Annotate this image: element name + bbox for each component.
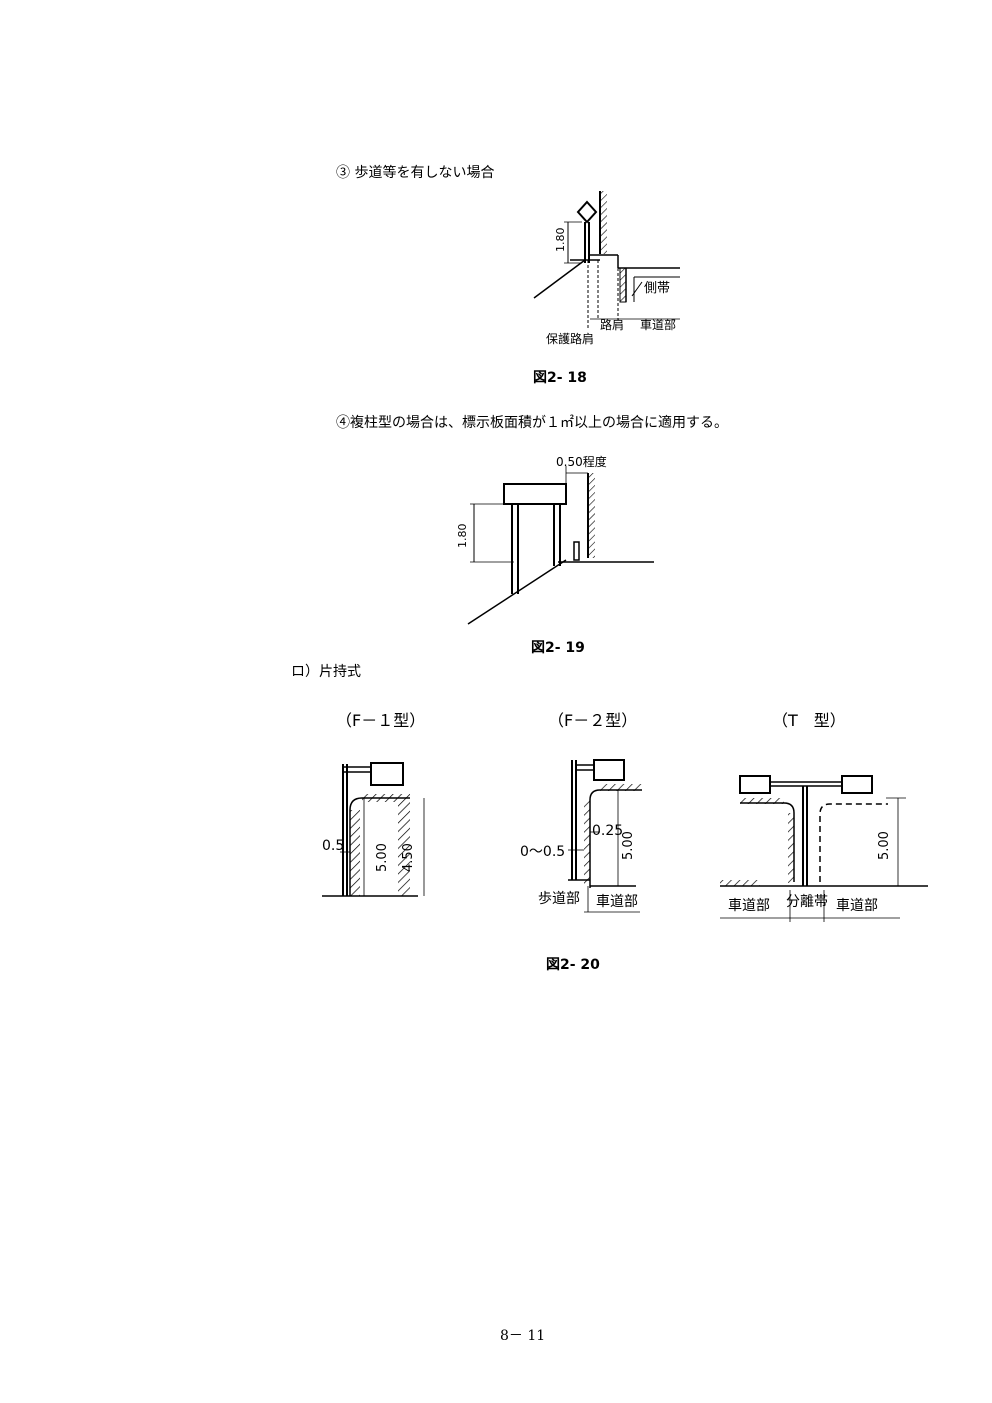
- figure-2-19-caption: 図2- 19: [531, 640, 585, 656]
- f1-clearance-label: 5.00: [375, 843, 390, 872]
- height-dimension-label: 1.80: [554, 228, 567, 253]
- figure-2-20: （F－１型） 0.5 5.00 4.50 （F－２型）: [322, 711, 928, 922]
- offset-dimension-label: 0.50程度: [556, 454, 607, 469]
- figure-2-18: 1.80 側帯 路肩 車道部 保護路肩: [533, 191, 680, 346]
- f2-roadway-label: 車道部: [596, 893, 638, 910]
- left-sign-board-icon: [739, 775, 771, 794]
- f1-type-diagram: （F－１型） 0.5 5.00 4.50: [322, 711, 425, 897]
- f1-type-title: （F－１型）: [336, 711, 425, 730]
- section-ro-heading: ロ）片持式: [291, 664, 361, 680]
- section-4-text: ④複柱型の場合は、標示板面積が１㎡以上の場合に適用する。: [336, 415, 728, 431]
- sign-board-icon: [576, 200, 598, 224]
- t-median-label: 分離帯: [786, 893, 828, 910]
- f2-offset-label: 0～0.5: [520, 844, 565, 860]
- roadway-label: 車道部: [640, 317, 676, 332]
- right-sign-board-icon: [841, 775, 873, 794]
- sign-board-icon: [503, 483, 567, 505]
- f2-clearance-label: 5.00: [621, 831, 636, 860]
- t-clearance-label: 5.00: [877, 831, 892, 860]
- protective-shoulder-label: 保護路肩: [546, 331, 594, 346]
- t-roadway-right-label: 車道部: [836, 897, 878, 914]
- f2-type-title: （F－２型）: [548, 711, 637, 730]
- page-number: 8－ 11: [500, 1328, 546, 1344]
- shoulder-label: 路肩: [600, 317, 624, 332]
- figure-2-20-caption: 図2- 20: [546, 957, 600, 973]
- t-roadway-left-label: 車道部: [728, 897, 770, 914]
- t-type-title: （T 型）: [772, 711, 846, 730]
- t-type-diagram: （T 型） 5.00 車道部 分離帯 車道部: [720, 711, 928, 922]
- f2-gap-label: 0.25: [592, 823, 623, 839]
- side-strip-label: 側帯: [644, 281, 670, 296]
- height-dimension-label: 1.80: [456, 524, 469, 549]
- f2-sidewalk-label: 歩道部: [538, 891, 580, 907]
- figure-2-19: 0.50程度 1.80: [456, 454, 654, 625]
- sign-board-icon: [593, 759, 625, 781]
- sign-board-icon: [370, 762, 404, 786]
- f1-total-label: 4.50: [401, 843, 416, 872]
- figure-2-18-caption: 図2- 18: [533, 370, 587, 386]
- f2-type-diagram: （F－２型） 0.25 0～0.5 5.00 歩道部 車道部: [520, 711, 642, 913]
- f1-offset-label: 0.5: [322, 838, 344, 854]
- section-3-heading: ③ 歩道等を有しない場合: [336, 165, 495, 181]
